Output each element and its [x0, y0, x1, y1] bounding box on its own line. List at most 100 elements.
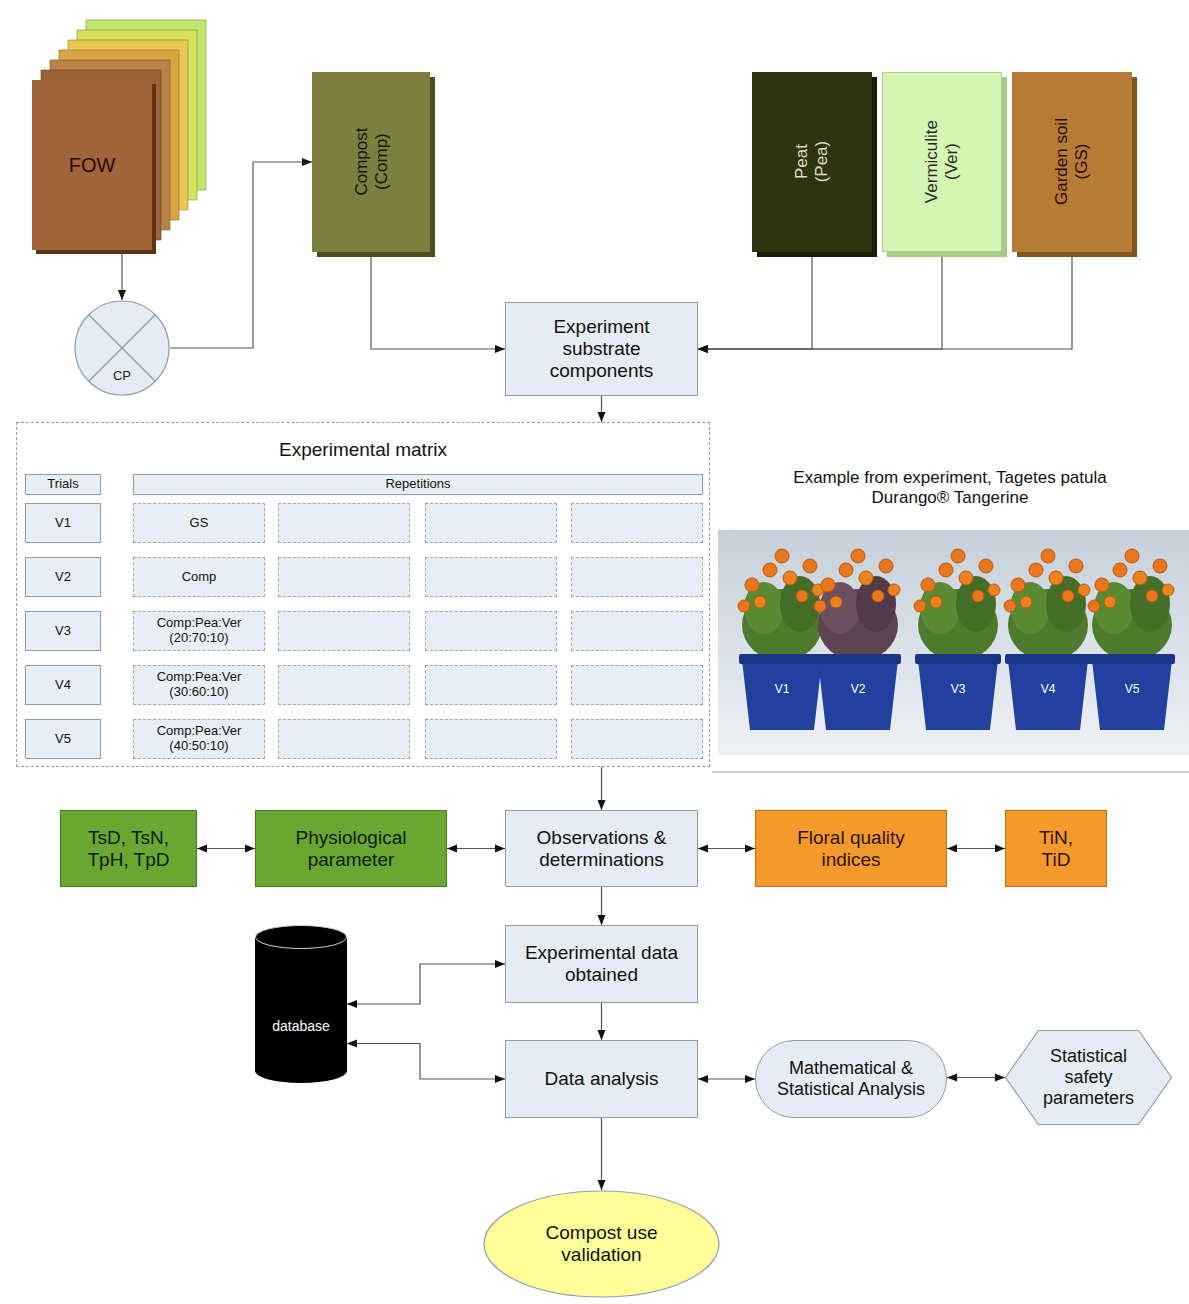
empty-cell	[571, 665, 703, 705]
table-cell: V3	[25, 611, 101, 651]
pot-label: V2	[838, 683, 878, 697]
table-cell: Comp:Pea:Ver (40:50:10)	[133, 719, 265, 759]
connector-arrow	[347, 1044, 505, 1080]
node-text: V5	[55, 732, 71, 747]
table-cell: V1	[25, 503, 101, 543]
empty-cell	[278, 503, 410, 543]
parameter-hexagon: Statistical safety parameters	[1005, 1030, 1172, 1125]
table-cell: GS	[133, 503, 265, 543]
process-box: Experimental data obtained	[505, 925, 698, 1003]
decor-part	[915, 654, 1001, 730]
node-text: V1	[55, 516, 71, 531]
decor-part	[1004, 549, 1090, 661]
decor-part	[814, 549, 900, 661]
table-cell: V5	[25, 719, 101, 759]
node-text: Physiological parameter	[266, 827, 436, 871]
pot-label: V1	[762, 683, 802, 697]
ellipse-outline	[484, 1191, 719, 1297]
decor-part	[1005, 654, 1091, 730]
empty-cell	[278, 611, 410, 651]
node-text: Peat (Pea)	[792, 132, 831, 192]
decor-part	[914, 549, 1000, 661]
node-text: Data analysis	[544, 1068, 658, 1090]
empty-cell	[425, 611, 557, 651]
empty-cell	[425, 503, 557, 543]
node-text: Repetitions	[385, 477, 450, 492]
material-box: Compost (Comp)	[312, 72, 430, 252]
empty-cell	[425, 665, 557, 705]
node-text: Comp:Pea:Ver (20:70:10)	[138, 616, 260, 646]
connector-arrow	[947, 1077, 1005, 1078]
index-box: Floral quality indices	[755, 810, 947, 887]
photo-illustration	[718, 530, 1189, 755]
node-text: Compost use validation	[528, 1222, 675, 1266]
result-ellipse: Compost use validation	[483, 1190, 720, 1298]
material-box: Garden soil (GS)	[1012, 72, 1132, 252]
connector-arrow	[447, 848, 505, 849]
process-box: Data analysis	[505, 1040, 698, 1118]
node-text: FOW	[69, 154, 116, 177]
process-box: Observations & determinations	[505, 810, 698, 887]
node-text: V2	[55, 570, 71, 585]
material-box: Vermiculite (Ver)	[882, 72, 1002, 252]
process-circle: CP	[74, 300, 170, 396]
decor-part	[815, 654, 901, 730]
node-text: TiN, TiD	[1024, 827, 1088, 871]
node-text: Comp	[182, 570, 217, 585]
table-cell: Comp	[133, 557, 265, 597]
parameter-box: TsD, TsN, TpH, TpD	[60, 810, 197, 887]
empty-cell	[278, 557, 410, 597]
connector-arrow	[698, 252, 1072, 349]
hexagon-outline	[1006, 1031, 1172, 1125]
node-text: V4	[55, 678, 71, 693]
node-text: Comp:Pea:Ver (30:60:10)	[138, 670, 260, 700]
connector-arrow	[601, 1118, 602, 1190]
empty-cell	[571, 557, 703, 597]
node-text: Experiment substrate components	[516, 316, 687, 382]
node-text: Experimental matrix	[279, 439, 447, 461]
waste-box: FOW	[32, 80, 152, 250]
node-text: Compost (Comp)	[351, 115, 390, 210]
connector-arrow	[601, 1003, 602, 1040]
empty-cell	[571, 719, 703, 759]
connector-arrow	[947, 848, 1005, 849]
node-text: Observations & determinations	[516, 827, 687, 871]
photo-caption: Example from experiment, Tagetes patula …	[775, 468, 1125, 507]
connector-arrow	[347, 964, 505, 1004]
analysis-stadium: Mathematical & Statistical Analysis	[755, 1040, 947, 1118]
connector-arrow	[698, 1078, 755, 1079]
node-text: Mathematical & Statistical Analysis	[768, 1058, 934, 1099]
node-text: Garden soil (GS)	[1052, 112, 1091, 212]
parameter-box: Physiological parameter	[255, 810, 447, 887]
decor-part	[738, 549, 824, 661]
table-cell: V2	[25, 557, 101, 597]
empty-cell	[571, 611, 703, 651]
node-text: Statistical safety parameters	[1033, 1046, 1144, 1108]
table-cell: Comp:Pea:Ver (30:60:10)	[133, 665, 265, 705]
circle-outline	[75, 301, 169, 395]
node-text: V3	[55, 624, 71, 639]
node-text: Floral quality indices	[766, 827, 936, 871]
matrix-panel: Experimental matrixTrialsRepetitionsV1GS…	[16, 422, 710, 767]
node-text: CP	[113, 369, 131, 384]
connector-arrow	[121, 250, 122, 300]
connector-arrow	[698, 252, 812, 349]
node-text: database	[272, 1018, 330, 1034]
node-text: TsD, TsN, TpH, TpD	[71, 827, 186, 871]
separator-line	[712, 772, 1189, 773]
decor-part	[1088, 549, 1174, 661]
pot-label: V5	[1112, 683, 1152, 697]
node-text: GS	[190, 516, 209, 531]
connector-arrow	[170, 162, 312, 348]
photo-background	[718, 530, 1189, 755]
connector-arrow	[601, 767, 602, 810]
cylinder-top	[256, 926, 347, 949]
empty-cell	[425, 557, 557, 597]
connector-arrow	[601, 887, 602, 925]
connector-arrow	[197, 848, 255, 849]
empty-cell	[278, 665, 410, 705]
empty-cell	[278, 719, 410, 759]
empty-cell	[425, 719, 557, 759]
